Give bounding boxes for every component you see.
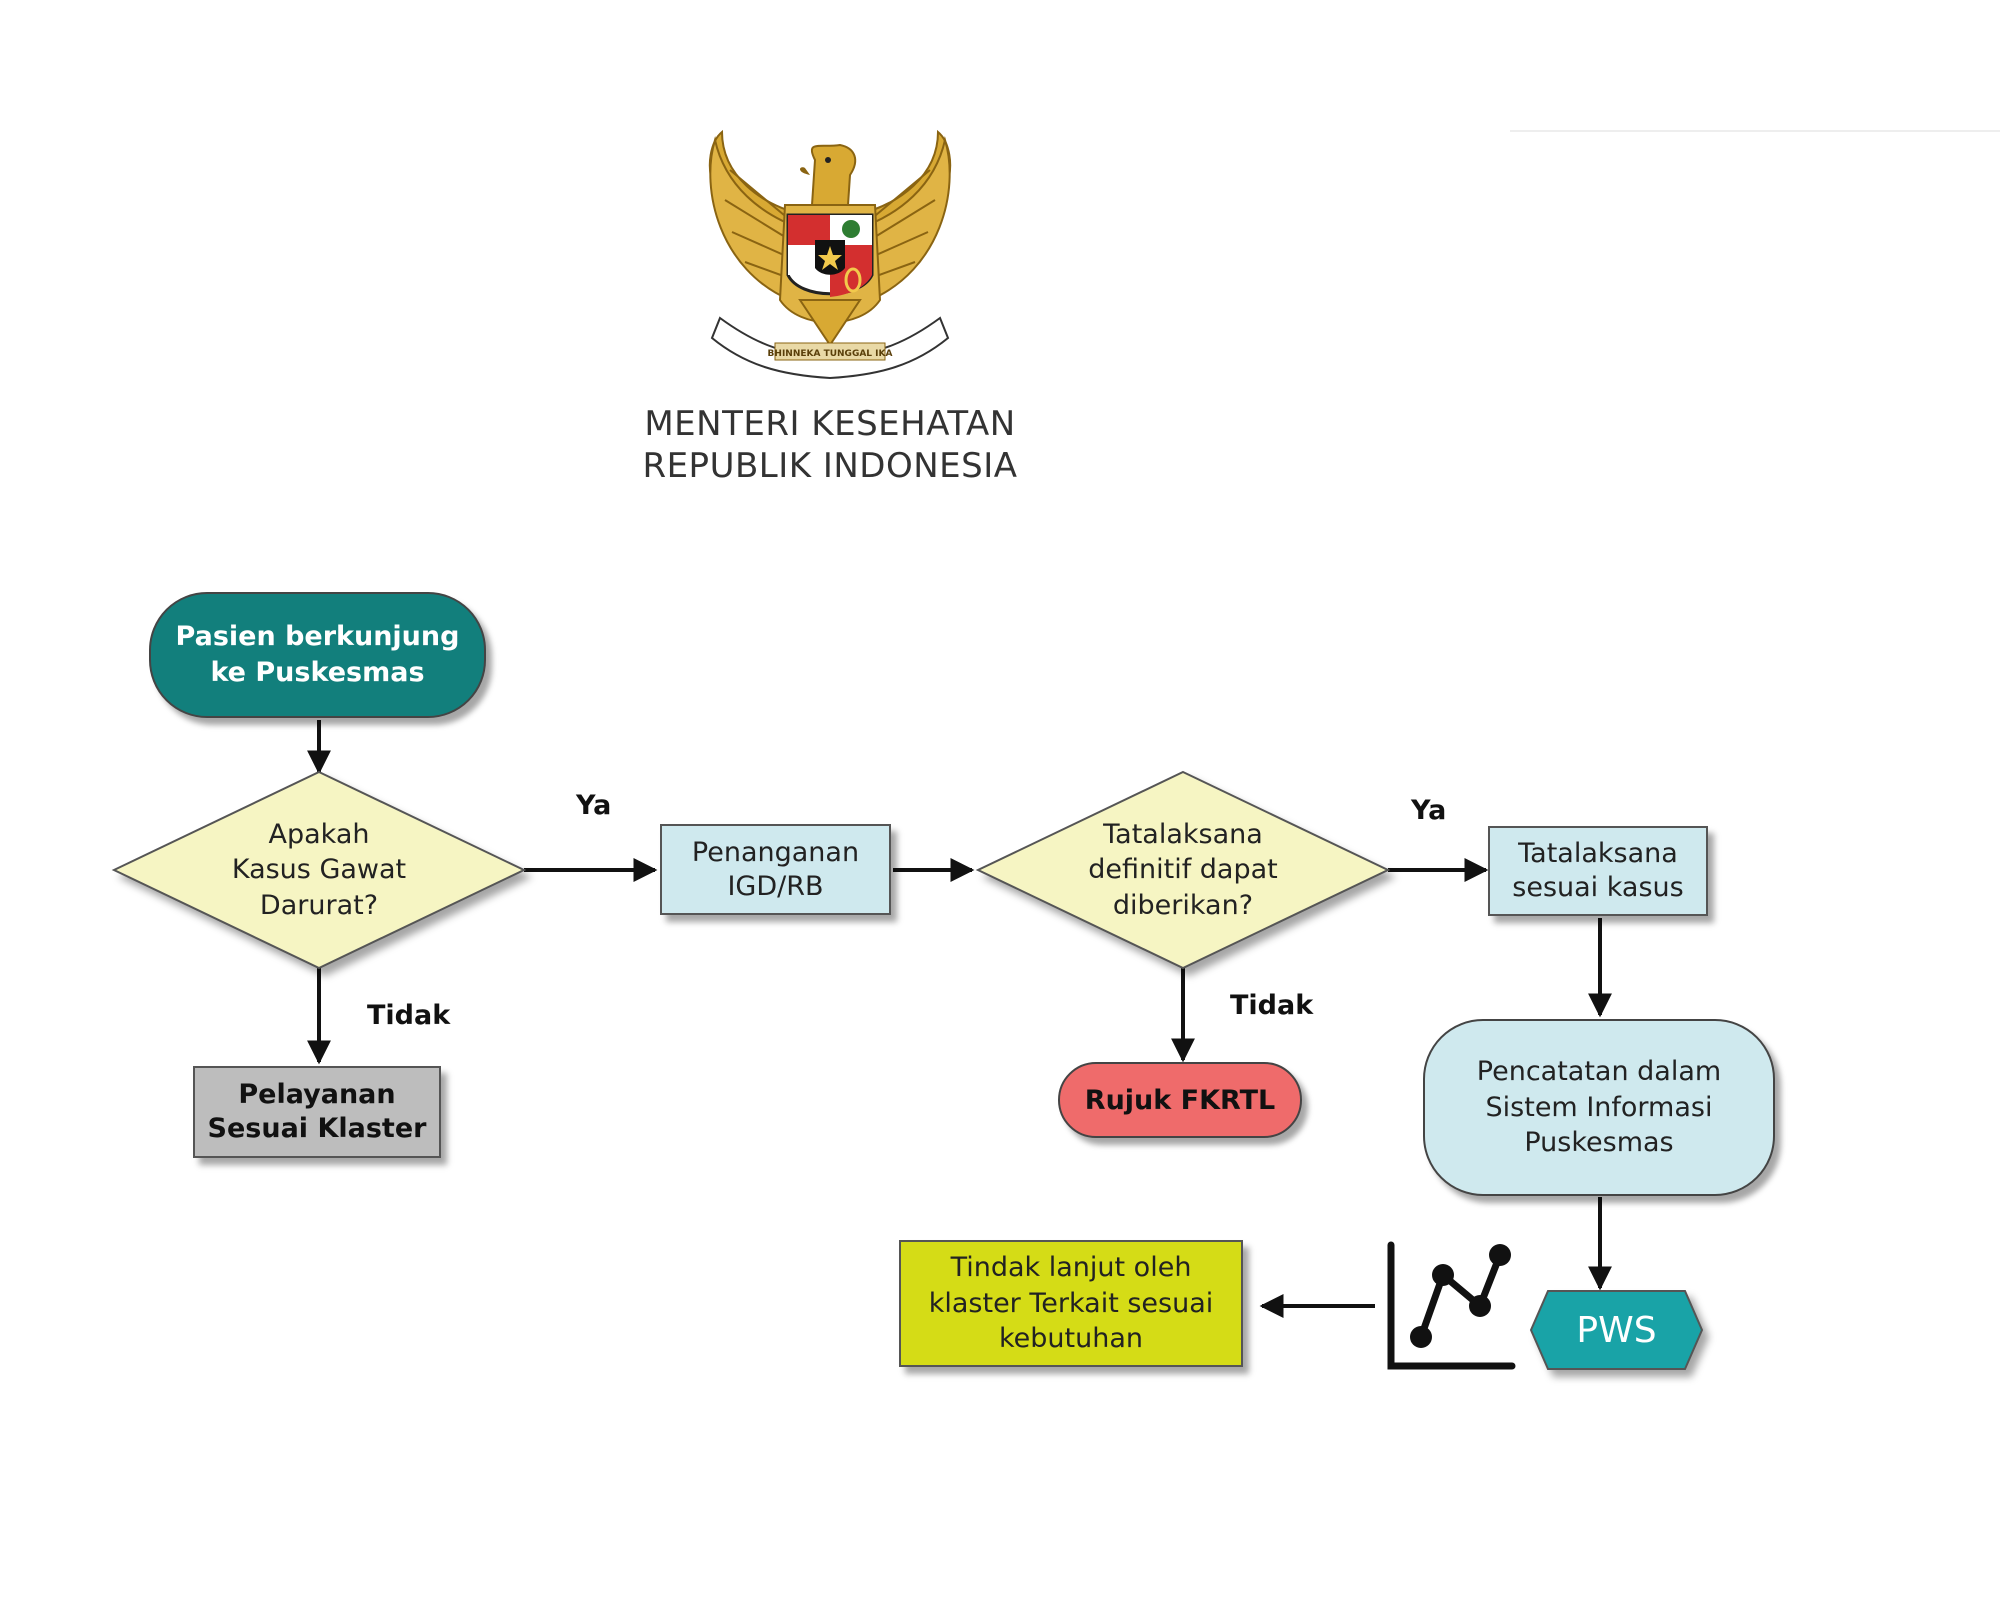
follow-up-node: Tindak lanjut oleh klaster Terkait sesua… <box>899 1240 1243 1367</box>
trend-chart-icon <box>1387 1241 1516 1370</box>
decision-emergency-label: Apakah Kasus Gawat Darurat? <box>231 818 407 921</box>
top-rule <box>1510 130 2000 132</box>
trend-chart-points <box>1410 1244 1511 1348</box>
recording-node: Pencatatan dalam Sistem Informasi Puskes… <box>1423 1019 1775 1196</box>
ugd-node: Penanganan IGD/RB <box>660 824 891 915</box>
follow-up-node-label: Tindak lanjut oleh klaster Terkait sesua… <box>928 1252 1214 1355</box>
cluster-service-node: Pelayanan Sesuai Klaster <box>193 1066 441 1158</box>
recording-node-label: Pencatatan dalam Sistem Informasi Puskes… <box>1476 1056 1722 1159</box>
management-node-label: Tatalaksana sesuai kasus <box>1512 838 1684 903</box>
start-node: Pasien berkunjung ke Puskesmas <box>149 592 486 718</box>
pws-node: PWS <box>1531 1291 1702 1369</box>
referral-node: Rujuk FKRTL <box>1058 1062 1302 1138</box>
edge-label-yes-2: Ya <box>1411 795 1447 826</box>
management-node: Tatalaksana sesuai kasus <box>1488 826 1708 916</box>
edge-label-yes-1: Ya <box>576 790 612 821</box>
edge-label-no-1: Tidak <box>367 1000 451 1031</box>
pws-shape <box>1529 1290 1704 1370</box>
cluster-service-label: Pelayanan Sesuai Klaster <box>207 1079 427 1144</box>
header-line-1: MENTERI KESEHATAN <box>644 404 1016 444</box>
pws-node-label: PWS <box>1576 1309 1657 1351</box>
decision-definitive-label: Tatalaksana definitif dapat diberikan? <box>1088 818 1278 921</box>
decision-definitive-shape <box>975 770 1391 970</box>
ugd-node-label: Penanganan IGD/RB <box>691 836 860 902</box>
referral-node-label: Rujuk FKRTL <box>1084 1084 1276 1116</box>
start-node-label: Pasien berkunjung ke Puskesmas <box>175 621 460 688</box>
decision-emergency-shape <box>111 770 527 970</box>
header-line-2: REPUBLIK INDONESIA <box>642 446 1018 486</box>
edge-label-no-2: Tidak <box>1230 990 1314 1021</box>
